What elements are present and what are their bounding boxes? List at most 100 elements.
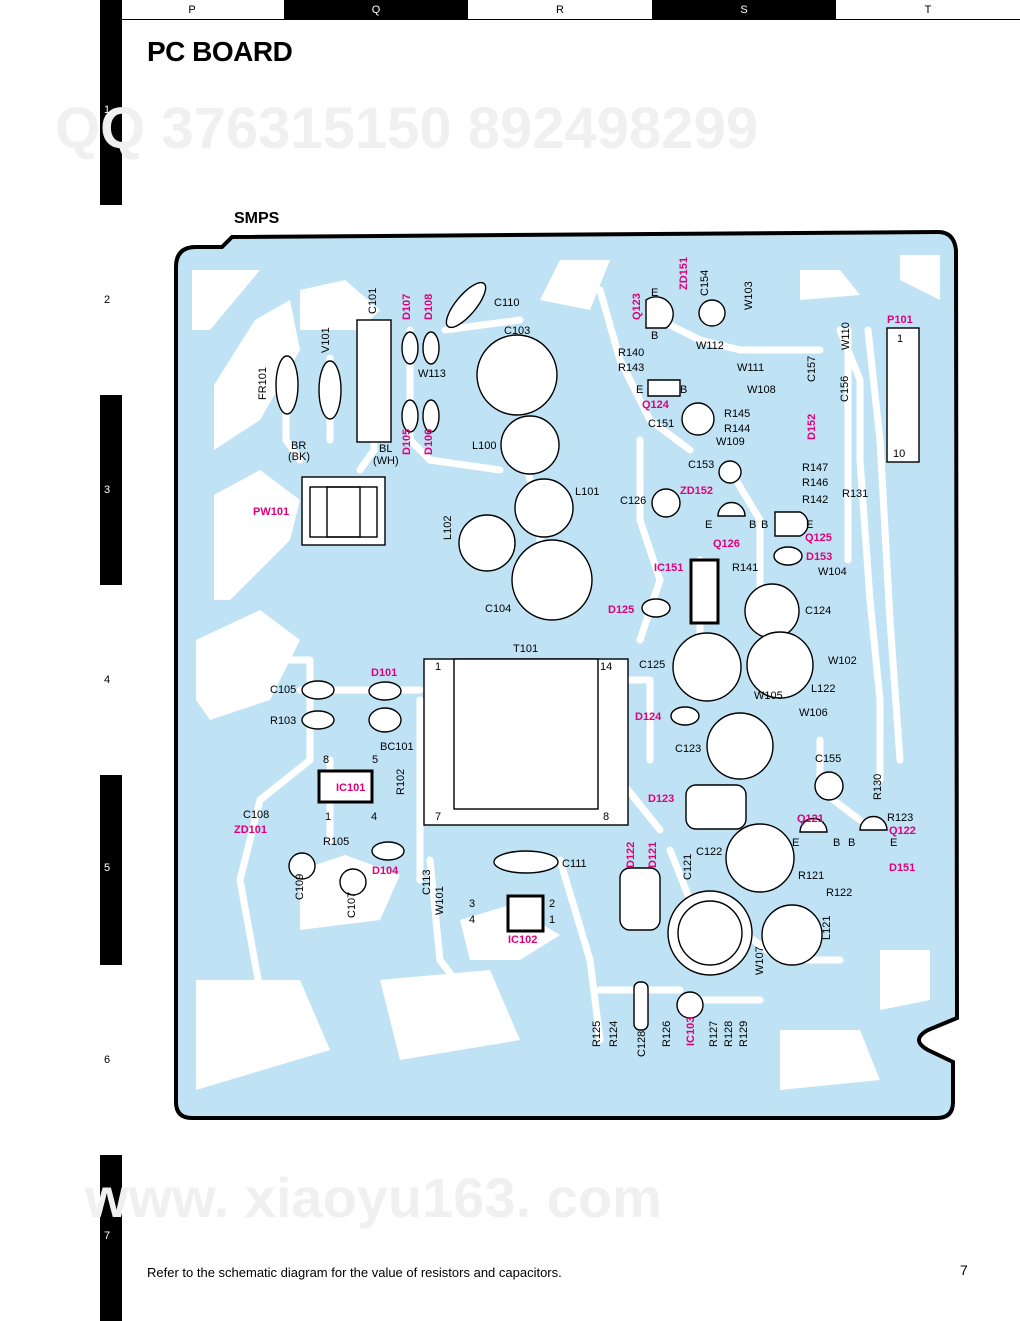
- grid-row-6: 6: [104, 1054, 111, 1066]
- label-w107: W107: [754, 946, 766, 975]
- label-w109: W109: [716, 436, 745, 448]
- label-w113: W113: [418, 368, 446, 380]
- label-c124: C124: [805, 605, 831, 617]
- d123-diode: [685, 784, 747, 830]
- label-c128: C128: [636, 1031, 648, 1057]
- label-7: 7: [435, 811, 441, 823]
- label-c122: C122: [696, 846, 722, 858]
- label-14: 14: [600, 661, 612, 673]
- label-ic151: IC151: [654, 562, 683, 574]
- label-r147: R147: [802, 462, 828, 474]
- label-l121: L121: [821, 916, 833, 940]
- label-r105: R105: [323, 836, 349, 848]
- label-c104: C104: [485, 603, 511, 615]
- l100-inductor: [500, 415, 560, 475]
- c122-capacitor: [725, 823, 795, 893]
- label-c109: C109: [294, 874, 306, 900]
- label-w108: W108: [747, 384, 776, 396]
- label-zd152: ZD152: [680, 485, 713, 497]
- label-c125: C125: [639, 659, 665, 671]
- label-l100: L100: [472, 440, 496, 452]
- label-q124: Q124: [642, 399, 670, 411]
- label-r127: R127: [708, 1021, 720, 1047]
- fr101-fuse: [275, 355, 299, 415]
- label-5: 5: [372, 754, 378, 766]
- label--bk-: (BK): [288, 451, 310, 463]
- label-r131: R131: [842, 488, 868, 500]
- label-q122: Q122: [889, 825, 916, 837]
- label-10: 10: [893, 448, 905, 460]
- grid-row-4: 4: [104, 674, 111, 686]
- label-l102: L102: [442, 516, 454, 540]
- label-r123: R123: [887, 812, 913, 824]
- c125-capacitor: [672, 632, 742, 702]
- l121-inductor: [761, 904, 823, 966]
- label-b: B: [761, 519, 768, 531]
- c123-capacitor: [706, 712, 774, 780]
- label-t101: T101: [513, 643, 538, 655]
- label-r128: R128: [723, 1021, 735, 1047]
- grid-column-t: T: [836, 0, 1020, 20]
- label-8: 8: [323, 754, 329, 766]
- label-e: E: [806, 519, 813, 531]
- label-q123: Q123: [631, 293, 643, 320]
- label-v101: V101: [320, 327, 332, 353]
- label-r130: R130: [872, 774, 884, 800]
- label-r121: R121: [798, 870, 824, 882]
- label-w111: W111: [737, 362, 764, 374]
- grid-column-r: R: [468, 0, 652, 20]
- label-r103: R103: [270, 715, 296, 727]
- label-r141: R141: [732, 562, 758, 574]
- label-c154: C154: [699, 270, 711, 296]
- label-c153: C153: [688, 459, 714, 471]
- label-w104: W104: [818, 566, 847, 578]
- label-c113: C113: [421, 870, 433, 895]
- label-c111: C111: [562, 858, 587, 870]
- label-1: 1: [325, 811, 331, 823]
- watermark-qq: QQ 376315150 892498299: [55, 96, 759, 161]
- label-c110: C110: [494, 297, 519, 309]
- label-r144: R144: [724, 423, 750, 435]
- label-c101: C101: [367, 288, 379, 314]
- label-zd101: ZD101: [234, 824, 267, 836]
- label-r125: R125: [591, 1021, 603, 1047]
- section-title: SMPS: [234, 210, 280, 227]
- label-b: B: [651, 330, 658, 342]
- label-4: 4: [469, 914, 475, 926]
- grid-column-p: P: [100, 0, 284, 20]
- p101-connector: [886, 327, 920, 463]
- label-3: 3: [469, 898, 475, 910]
- page-title: PC BOARD: [147, 36, 293, 67]
- label-fr101: FR101: [257, 367, 269, 400]
- label-2: 2: [549, 898, 555, 910]
- label-d152: D152: [806, 414, 818, 440]
- label-d108: D108: [423, 294, 435, 320]
- label-d151: D151: [889, 862, 915, 874]
- label-w105: W105: [754, 690, 783, 702]
- label-1: 1: [549, 914, 555, 926]
- label-r124: R124: [608, 1021, 620, 1047]
- c103-capacitor: [476, 334, 558, 416]
- label-1: 1: [897, 333, 903, 345]
- label-d124: D124: [635, 711, 662, 723]
- pw101-connector: [301, 476, 386, 546]
- label-c123: C123: [675, 743, 701, 755]
- label-w110: W110: [840, 322, 852, 350]
- label-b: B: [749, 519, 756, 531]
- label-d106: D106: [423, 429, 435, 455]
- ic101-chip: [317, 769, 374, 804]
- label-d107: D107: [401, 294, 413, 320]
- label-4: 4: [371, 811, 377, 823]
- grid-column-q: Q: [284, 0, 468, 20]
- label-b: B: [848, 837, 855, 849]
- label-c156: C156: [839, 376, 851, 402]
- label-r102: R102: [395, 769, 407, 795]
- grid-row-1: 1: [104, 104, 111, 116]
- page-number: 7: [960, 1262, 968, 1278]
- label-ic101: IC101: [336, 782, 365, 794]
- label-r140: R140: [618, 347, 644, 359]
- label--wh-: (WH): [373, 455, 399, 467]
- c124-capacitor: [744, 583, 800, 639]
- grid-row-3: 3: [104, 484, 111, 496]
